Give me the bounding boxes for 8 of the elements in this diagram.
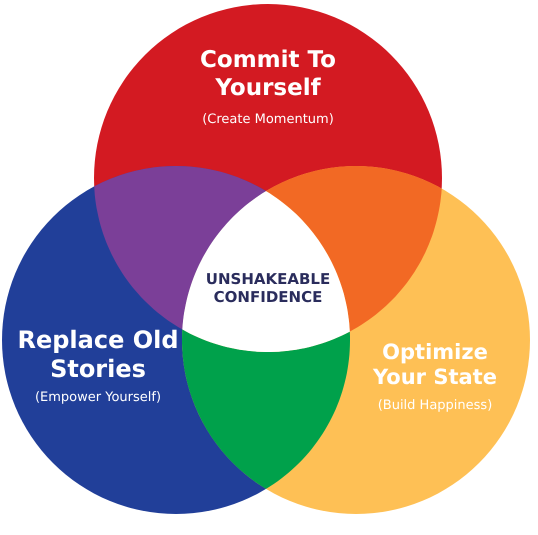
overlap-region bbox=[182, 329, 350, 489]
circle-heading: Replace Old Stories bbox=[16, 326, 180, 384]
center-label: UNSHAKEABLE CONFIDENCE bbox=[204, 270, 332, 306]
circle-subtitle: (Build Happiness) bbox=[376, 398, 494, 414]
circle-heading: Commit To Yourself bbox=[199, 47, 337, 102]
circle-heading: Optimize Your State bbox=[372, 340, 498, 390]
circle-subtitle: (Create Momentum) bbox=[201, 112, 335, 128]
circle-subtitle: (Empower Yourself) bbox=[34, 390, 162, 406]
